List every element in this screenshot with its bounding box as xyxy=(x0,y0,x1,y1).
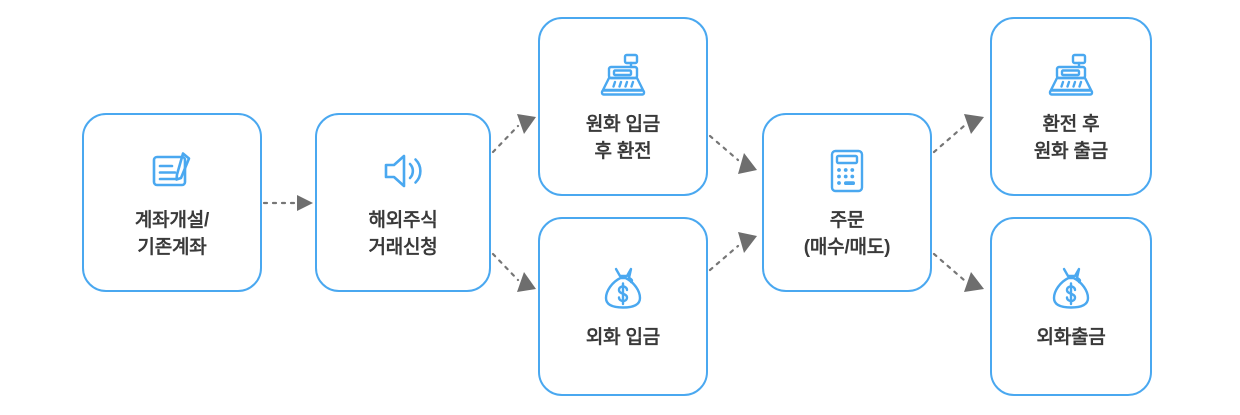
connector-order-to-fx-withdraw xyxy=(932,252,984,292)
connector-krw-deposit-to-order xyxy=(708,134,757,174)
calculator-icon xyxy=(820,144,874,198)
node-foreign-currency-withdrawal[interactable]: 외화출금 xyxy=(990,217,1152,396)
connector-apply-to-krw-deposit xyxy=(491,114,536,154)
connector-account-to-apply xyxy=(262,195,313,211)
cash-register-icon xyxy=(1044,48,1098,102)
node-foreign-currency-deposit[interactable]: 외화 입금 xyxy=(538,217,708,396)
money-bag-dollar-icon xyxy=(596,261,650,315)
speaker-announce-icon xyxy=(376,144,430,198)
node-krw-withdrawal-after-exchange[interactable]: 환전 후 원화 출금 xyxy=(990,17,1152,196)
node-label: 외화출금 xyxy=(1036,327,1106,349)
node-label: 주문 (매수/매도) xyxy=(803,209,891,258)
money-bag-dollar-icon xyxy=(1044,261,1098,315)
document-pen-icon xyxy=(145,144,199,198)
node-label: 외화 입금 xyxy=(585,327,661,349)
node-overseas-stock-application[interactable]: 해외주식 거래신청 xyxy=(315,113,491,292)
node-label: 계좌개설/ 기존계좌 xyxy=(134,209,210,258)
node-krw-deposit-exchange[interactable]: 원화 입금 후 환전 xyxy=(538,17,708,196)
node-label: 환전 후 원화 출금 xyxy=(1033,113,1109,162)
node-order-buy-sell[interactable]: 주문 (매수/매도) xyxy=(762,113,932,292)
node-label: 원화 입금 후 환전 xyxy=(585,113,661,162)
node-label: 해외주식 거래신청 xyxy=(368,209,438,258)
node-account-open[interactable]: 계좌개설/ 기존계좌 xyxy=(82,113,262,292)
connector-fx-deposit-to-order xyxy=(708,232,757,272)
cash-register-icon xyxy=(596,48,650,102)
connector-apply-to-fx-deposit xyxy=(491,252,536,292)
connector-order-to-krw-withdraw xyxy=(932,114,984,154)
